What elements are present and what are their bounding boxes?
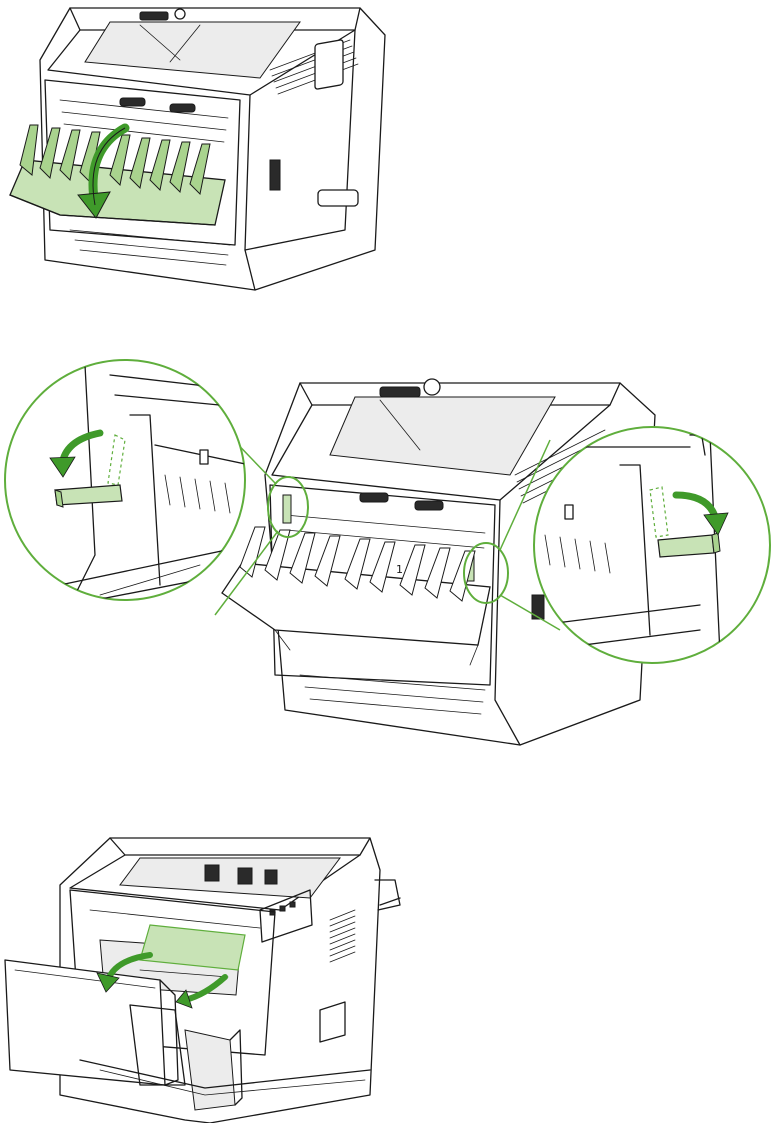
magnifier-right-icon xyxy=(534,425,770,663)
printer-rear-door-open-illustration xyxy=(0,0,400,300)
printer-front-jam-removal-illustration xyxy=(0,830,410,1123)
callout-number: 1 xyxy=(396,563,403,576)
magnifier-left-icon xyxy=(5,360,250,605)
printer-release-levers-illustration: 1 xyxy=(0,355,773,750)
